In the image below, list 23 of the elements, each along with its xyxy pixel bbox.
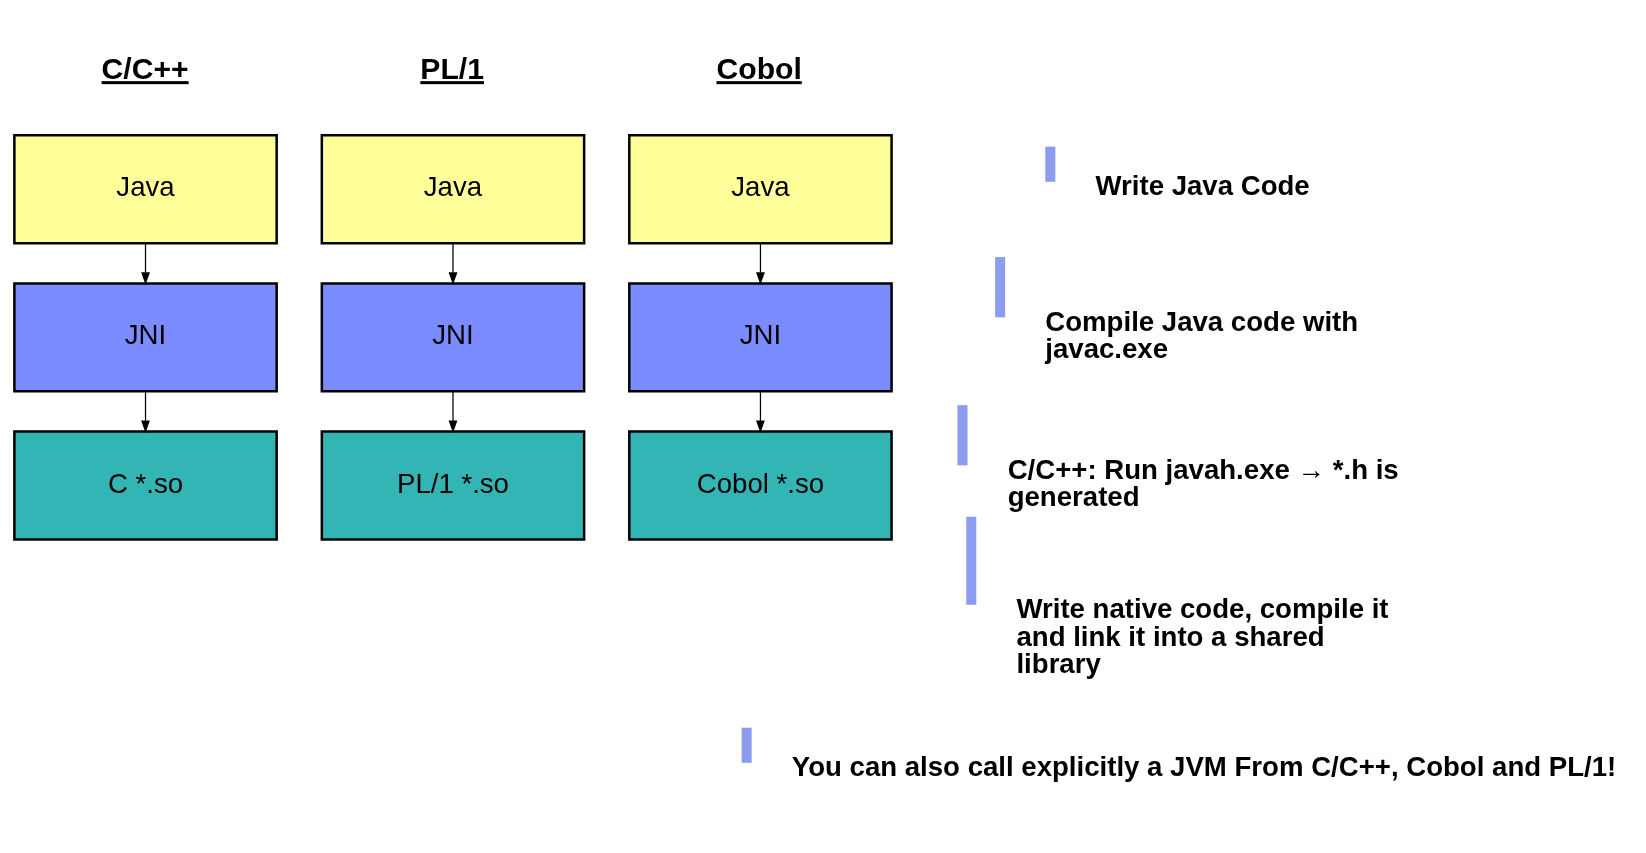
arrow (448, 391, 457, 433)
node-box: Java (627, 134, 893, 245)
label: Cobol (716, 52, 802, 86)
node-box: JNI (627, 282, 893, 393)
node-box: Cobol *.so (627, 430, 893, 541)
arrow (755, 242, 765, 285)
arrow (140, 242, 150, 285)
node-box: Java (320, 134, 585, 245)
node-box: JNI (320, 282, 585, 393)
label: C/C++: Run javah.exe → *.h is generated (1007, 453, 1399, 513)
label: Write Java Code (1095, 170, 1310, 202)
arrow (140, 391, 150, 433)
label: C/C++ (101, 52, 189, 86)
label: PL/1 (419, 52, 484, 86)
node-box: C *.so (12, 430, 278, 541)
node-box: Java (12, 134, 278, 245)
label: Write native code, compile it and link it into a shared library (1015, 593, 1389, 680)
label: Compile Java code with javac.exe (1044, 305, 1358, 365)
node-box: JNI (12, 282, 278, 393)
node-box: PL/1 *.so (320, 430, 585, 541)
arrow (448, 242, 457, 285)
label: You can also call explicitly a JVM From C/C++, Cobol and PL/1! (791, 751, 1616, 783)
arrow (755, 391, 765, 433)
